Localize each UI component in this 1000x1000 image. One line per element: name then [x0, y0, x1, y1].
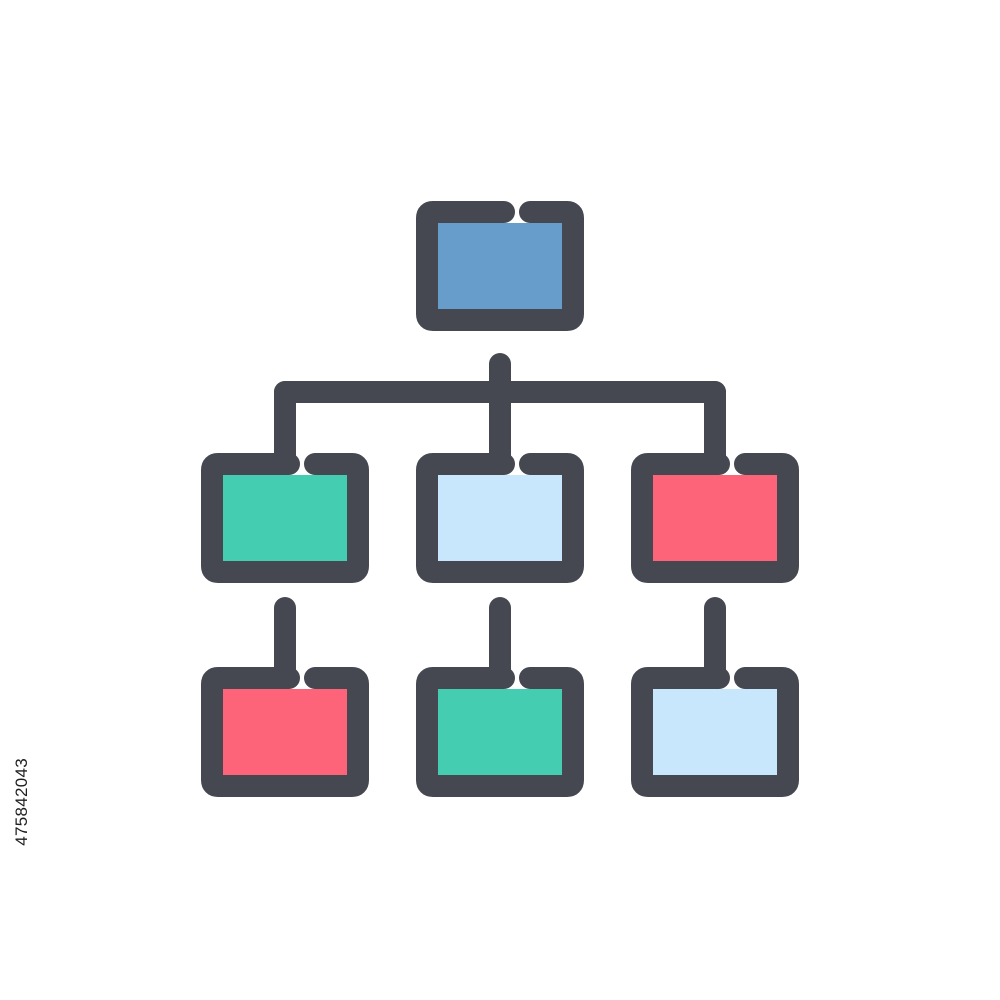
node-grandchild-2	[416, 667, 584, 797]
node-outline	[631, 667, 799, 797]
node-fill	[438, 223, 562, 309]
node-fill	[438, 475, 562, 561]
node-outline	[631, 453, 799, 583]
node-fill	[223, 475, 347, 561]
node-child-1	[201, 453, 369, 583]
stock-id-watermark: 475842043	[12, 758, 34, 898]
node-child-2	[416, 453, 584, 583]
node-outline	[201, 453, 369, 583]
node-outline	[201, 667, 369, 797]
node-fill	[653, 689, 777, 775]
node-outline	[416, 667, 584, 797]
node-outline	[416, 201, 584, 331]
node-outline	[416, 453, 584, 583]
node-grandchild-3	[631, 667, 799, 797]
node-fill	[438, 689, 562, 775]
stock-id-text: 475842043	[12, 758, 31, 846]
node-child-3	[631, 453, 799, 583]
node-root	[416, 201, 584, 331]
connectors	[274, 353, 726, 685]
nodes	[201, 201, 799, 797]
node-grandchild-1	[201, 667, 369, 797]
node-fill	[223, 689, 347, 775]
node-fill	[653, 475, 777, 561]
